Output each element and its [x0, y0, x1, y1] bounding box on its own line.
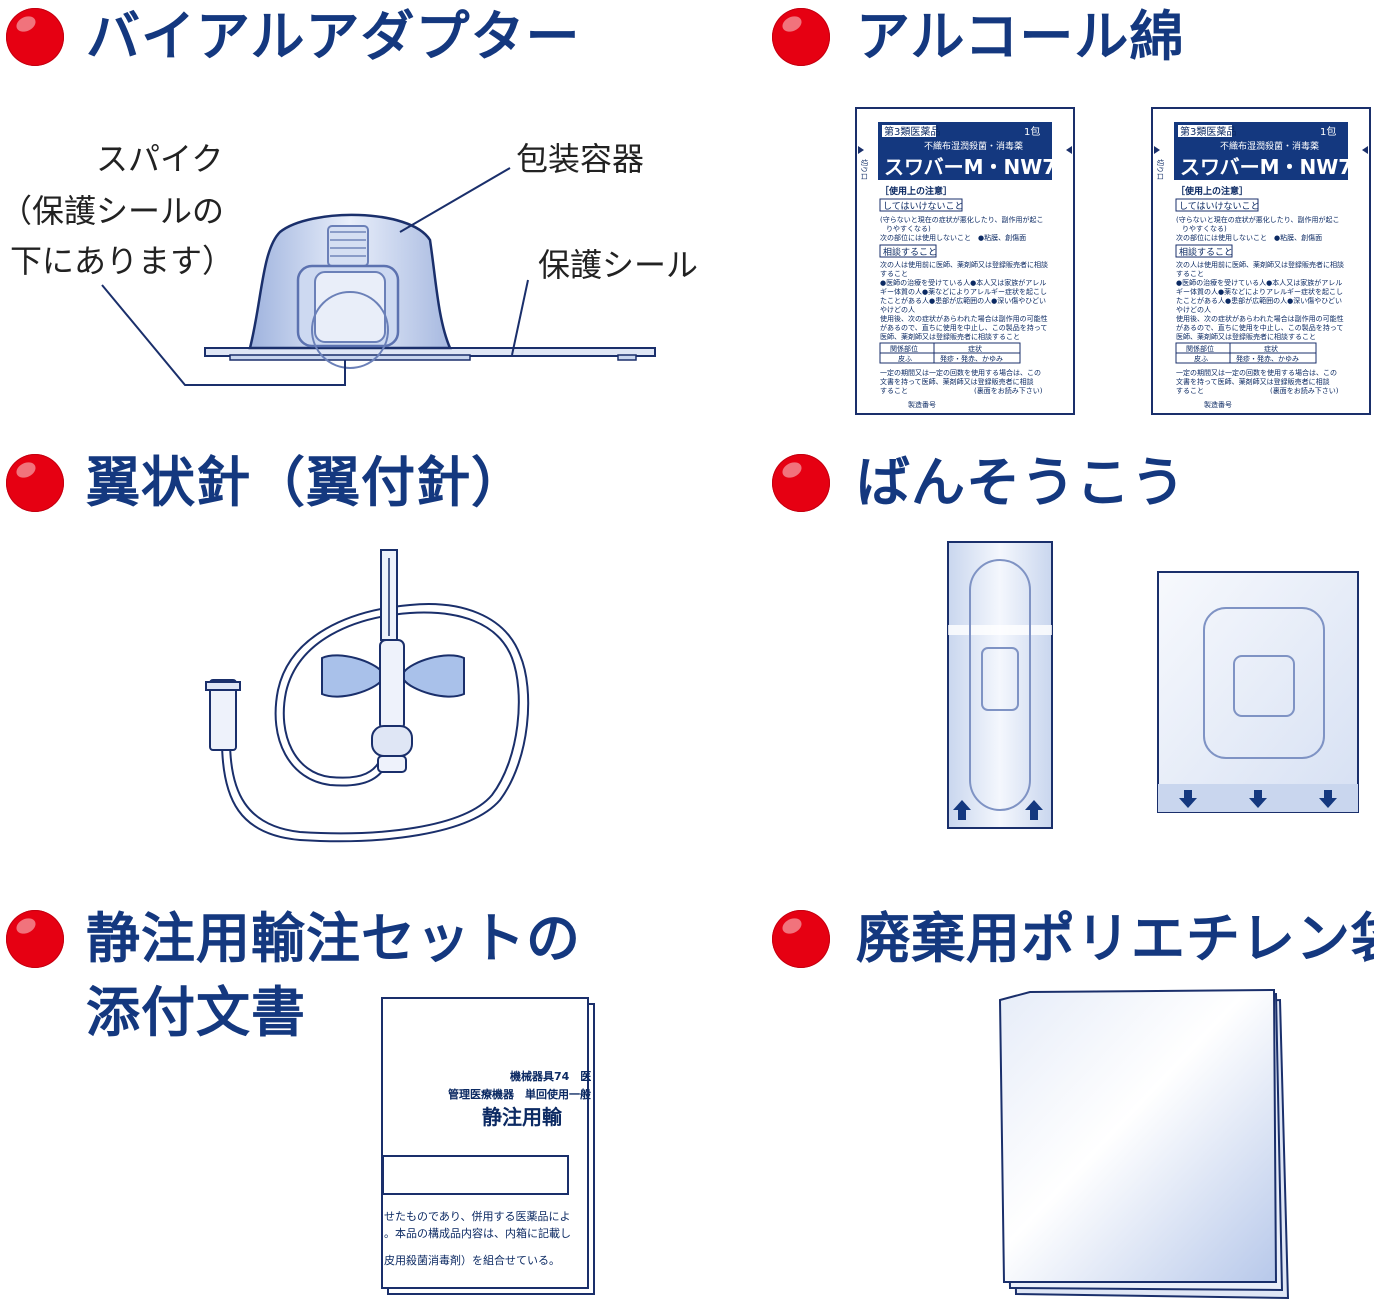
back-note: (裏面をお読み下さい) — [974, 386, 1043, 395]
text-line: (守らないと現在の症状が悪化したり、副作用が起こ — [880, 215, 1043, 224]
text-line: があるので、直ちに使用を中止し、この製品を持って — [1176, 323, 1343, 332]
section-winged-needle: 翼状針（翼付針） — [0, 440, 700, 860]
table-header: 症状 — [968, 344, 982, 353]
table-cell: 皮ふ — [898, 354, 912, 363]
text-line: 医師、薬剤師又は登録販売者に相談すること — [1176, 332, 1316, 341]
packet-count: 1包 — [1320, 125, 1336, 138]
bullet-icon — [6, 454, 64, 512]
text-line: たことがある人●患部が広範囲の人●深い傷やひどい — [880, 296, 1046, 305]
table-cell: 皮ふ — [1194, 354, 1208, 363]
table-header: 関係部位 — [890, 344, 918, 353]
bullet-icon — [772, 8, 830, 66]
text-line: ギー体質の人●薬などによりアレルギー症状を起こし — [1176, 287, 1343, 296]
text-line: すること — [1176, 387, 1204, 395]
bullet-icon — [772, 910, 830, 968]
text-line: 次の部位には使用しないこと ●粘膜、創傷面 — [880, 233, 1026, 242]
section-vial-adapter: バイアルアダプター スパイク （保護シールの 下にあります） 包装容器 保護シー… — [0, 0, 700, 430]
doc-line-2: 管理医療機器 単回使用一般 — [448, 1087, 591, 1101]
text-line: すること — [880, 387, 908, 395]
text-line: すること — [1176, 270, 1204, 278]
label-container: 包装容器 — [516, 140, 644, 178]
text-line: 一定の期間又は一定の回数を使用する場合は、この — [880, 368, 1041, 377]
section-title: アルコール綿 — [856, 5, 1185, 68]
doc-body-3: 皮用殺菌消毒剤）を組合せている。 — [384, 1253, 560, 1267]
consult-box: 相談すること — [883, 246, 937, 258]
lot-number: 製造番号 — [908, 400, 936, 409]
section-title-line1: 静注用輸注セットの — [86, 907, 581, 970]
text-line: りやすくなる) — [1182, 225, 1227, 233]
doc-line-1: 機械器具74 医 — [510, 1069, 591, 1083]
text-line: 一定の期間又は一定の回数を使用する場合は、この — [1176, 368, 1337, 377]
section-title: 廃棄用ポリエチレン袋 — [856, 907, 1374, 970]
doc-body-2: 。本品の構成品内容は、内箱に記載し — [384, 1226, 571, 1240]
polyethylene-bag-illustration — [998, 988, 1290, 1300]
text-line: ギー体質の人●薬などによりアレルギー症状を起こし — [880, 287, 1047, 296]
cut-mark: 切り口 — [1156, 159, 1164, 180]
packet-subtitle: 不織布湿潤殺菌・消毒薬 — [924, 140, 1023, 152]
label-spike-note-1: （保護シールの — [0, 192, 224, 230]
table-header: 関係部位 — [1186, 344, 1214, 353]
text-line: 次の人は使用前に医師、薬剤師又は登録販売者に相談 — [880, 260, 1048, 269]
back-note: (裏面をお読み下さい) — [1270, 386, 1339, 395]
section-alcohol-swab: アルコール綿 切り口 第3類医薬品 1包 不織布湿潤殺菌・消毒薬 スワバーM・N… — [700, 0, 1374, 430]
text-line: 次の人は使用前に医師、薬剤師又は登録販売者に相談 — [1176, 260, 1344, 269]
section-title: ばんそうこう — [856, 451, 1186, 514]
dont-box: してはいけないこと — [1179, 201, 1260, 212]
bullet-icon — [6, 8, 64, 66]
section-title: バイアルアダプター — [86, 5, 581, 68]
packet-brand: スワバーM・NW70 — [1180, 155, 1366, 179]
lot-number: 製造番号 — [1204, 400, 1232, 409]
text-line: たことがある人●患部が広範囲の人●深い傷やひどい — [1176, 296, 1342, 305]
section-bandage: ばんそうこう — [700, 440, 1374, 860]
swab-packet-1: 切り口 第3類医薬品 1包 不織布湿潤殺菌・消毒薬 スワバーM・NW70 ［使用… — [855, 107, 1075, 415]
text-line: 文書を持って医師、薬剤師又は登録販売者に相談 — [1176, 377, 1330, 386]
usage-header: ［使用上の注意］ — [1176, 185, 1248, 197]
section-insert: 静注用輸注セットの 添付文書 機械器具74 医 管理医療機器 単回使用一般 静注… — [0, 880, 700, 1312]
bandage-illustration — [947, 541, 1359, 829]
bullet-icon — [6, 910, 64, 968]
packet-subtitle: 不織布湿潤殺菌・消毒薬 — [1220, 140, 1319, 152]
packet-category: 第3類医薬品 — [1180, 125, 1236, 138]
text-line: すること — [880, 270, 908, 278]
text-line: ●医師の治療を受けている人●本人又は家族がアレル — [1176, 278, 1342, 287]
packet-category: 第3類医薬品 — [884, 125, 940, 138]
dont-box: してはいけないこと — [883, 201, 964, 212]
table-cell: 発疹・発赤、かゆみ — [940, 354, 1003, 363]
section-bag: 廃棄用ポリエチレン袋 — [700, 880, 1374, 1312]
cut-mark: 切り口 — [860, 159, 868, 180]
swab-packet-2: 切り口 第3類医薬品 1包 不織布湿潤殺菌・消毒薬 スワバーM・NW70 ［使用… — [1151, 107, 1371, 415]
text-line: 使用後、次の症状があらわれた場合は副作用の可能性 — [1176, 314, 1344, 323]
text-line: やけどの人 — [1176, 306, 1211, 314]
text-line: やけどの人 — [880, 306, 915, 314]
packet-brand: スワバーM・NW70 — [884, 155, 1070, 179]
label-seal: 保護シール — [538, 246, 698, 284]
doc-body-1: せたものであり、併用する医薬品によ — [384, 1209, 570, 1223]
bullet-icon — [772, 454, 830, 512]
consult-box: 相談すること — [1179, 246, 1233, 258]
text-line: 医師、薬剤師又は登録販売者に相談すること — [880, 332, 1020, 341]
table-cell: 発疹・発赤、かゆみ — [1236, 354, 1299, 363]
vial-adapter-illustration: スパイク （保護シールの 下にあります） 包装容器 保護シール — [0, 140, 698, 386]
section-title-line2: 添付文書 — [86, 981, 306, 1044]
label-spike: スパイク — [96, 140, 223, 178]
package-insert-illustration: 機械器具74 医 管理医療機器 単回使用一般 静注用輸 せたものであり、併用する… — [381, 997, 595, 1295]
text-line: 次の部位には使用しないこと ●粘膜、創傷面 — [1176, 233, 1322, 242]
text-line: 使用後、次の症状があらわれた場合は副作用の可能性 — [880, 314, 1048, 323]
table-header: 症状 — [1264, 344, 1278, 353]
text-line: (守らないと現在の症状が悪化したり、副作用が起こ — [1176, 215, 1339, 224]
section-title: 翼状針（翼付針） — [86, 451, 526, 514]
packet-count: 1包 — [1024, 125, 1040, 138]
winged-needle-illustration — [205, 549, 530, 843]
doc-title: 静注用輸 — [482, 1105, 563, 1129]
text-line: 文書を持って医師、薬剤師又は登録販売者に相談 — [880, 377, 1034, 386]
label-spike-note-2: 下にあります） — [10, 242, 234, 280]
text-line: りやすくなる) — [886, 225, 931, 233]
usage-header: ［使用上の注意］ — [880, 185, 952, 197]
text-line: ●医師の治療を受けている人●本人又は家族がアレル — [880, 278, 1046, 287]
text-line: があるので、直ちに使用を中止し、この製品を持って — [880, 323, 1047, 332]
